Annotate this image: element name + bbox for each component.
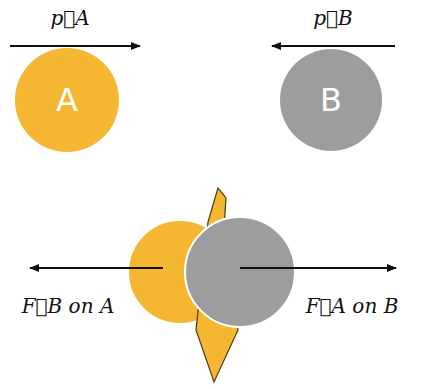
momentum-label: p⃗A [50, 6, 89, 30]
momentum-label: p⃗B [313, 6, 353, 30]
force-label: F⃗B on A [22, 294, 115, 318]
force-label: F⃗A on B [306, 294, 399, 318]
ball-label: A [56, 84, 78, 116]
ball-label: B [320, 84, 342, 116]
ball-b-colliding [185, 217, 295, 327]
momentum-arrow [10, 45, 140, 47]
force-arrow [30, 267, 163, 269]
ball-circle: B [280, 49, 382, 151]
momentum-arrow [272, 45, 395, 47]
ball-circle: A [15, 48, 119, 152]
force-arrow [240, 267, 396, 269]
